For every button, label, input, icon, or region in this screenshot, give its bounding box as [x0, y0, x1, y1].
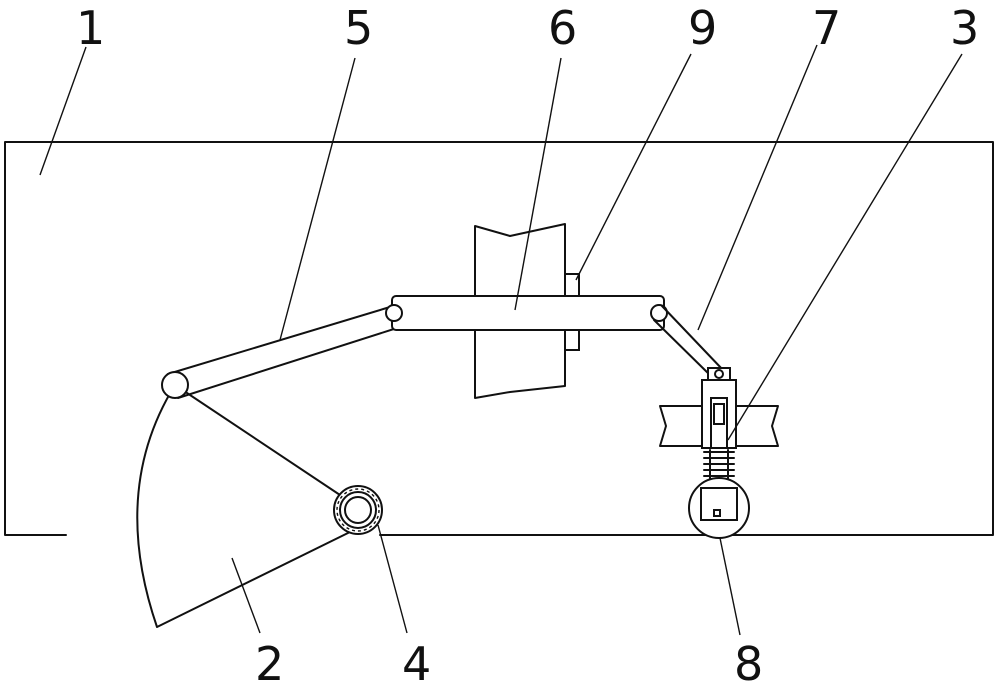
bottom-wheel	[688, 477, 750, 539]
fixing-tab-lower	[564, 329, 580, 351]
left-pivot-joint	[161, 371, 189, 399]
label-part-3: 3	[950, 1, 979, 55]
right-guide-left	[659, 405, 708, 447]
label-part-6: 6	[548, 1, 577, 55]
drive-roller	[333, 485, 383, 535]
slide-bar	[391, 295, 665, 331]
label-part-7: 7	[812, 1, 841, 55]
label-part-9: 9	[688, 1, 717, 55]
rocker-link	[653, 305, 724, 379]
right-guide-right	[730, 405, 779, 447]
frame-outline	[4, 141, 994, 536]
label-part-5: 5	[344, 1, 373, 55]
connecting-rod	[167, 306, 398, 399]
pivot-link	[174, 384, 356, 506]
upper-guide-block	[474, 223, 566, 297]
label-part-1: 1	[76, 1, 105, 55]
slide-bar-right-joint	[650, 304, 668, 322]
leader-lines	[39, 44, 963, 636]
label-part-2: 2	[255, 637, 284, 688]
label-part-8: 8	[734, 637, 763, 688]
label-part-4: 4	[402, 637, 431, 688]
slide-bar-left-joint	[385, 304, 403, 322]
sector-plate	[136, 384, 351, 628]
lower-guide-block	[474, 329, 566, 399]
